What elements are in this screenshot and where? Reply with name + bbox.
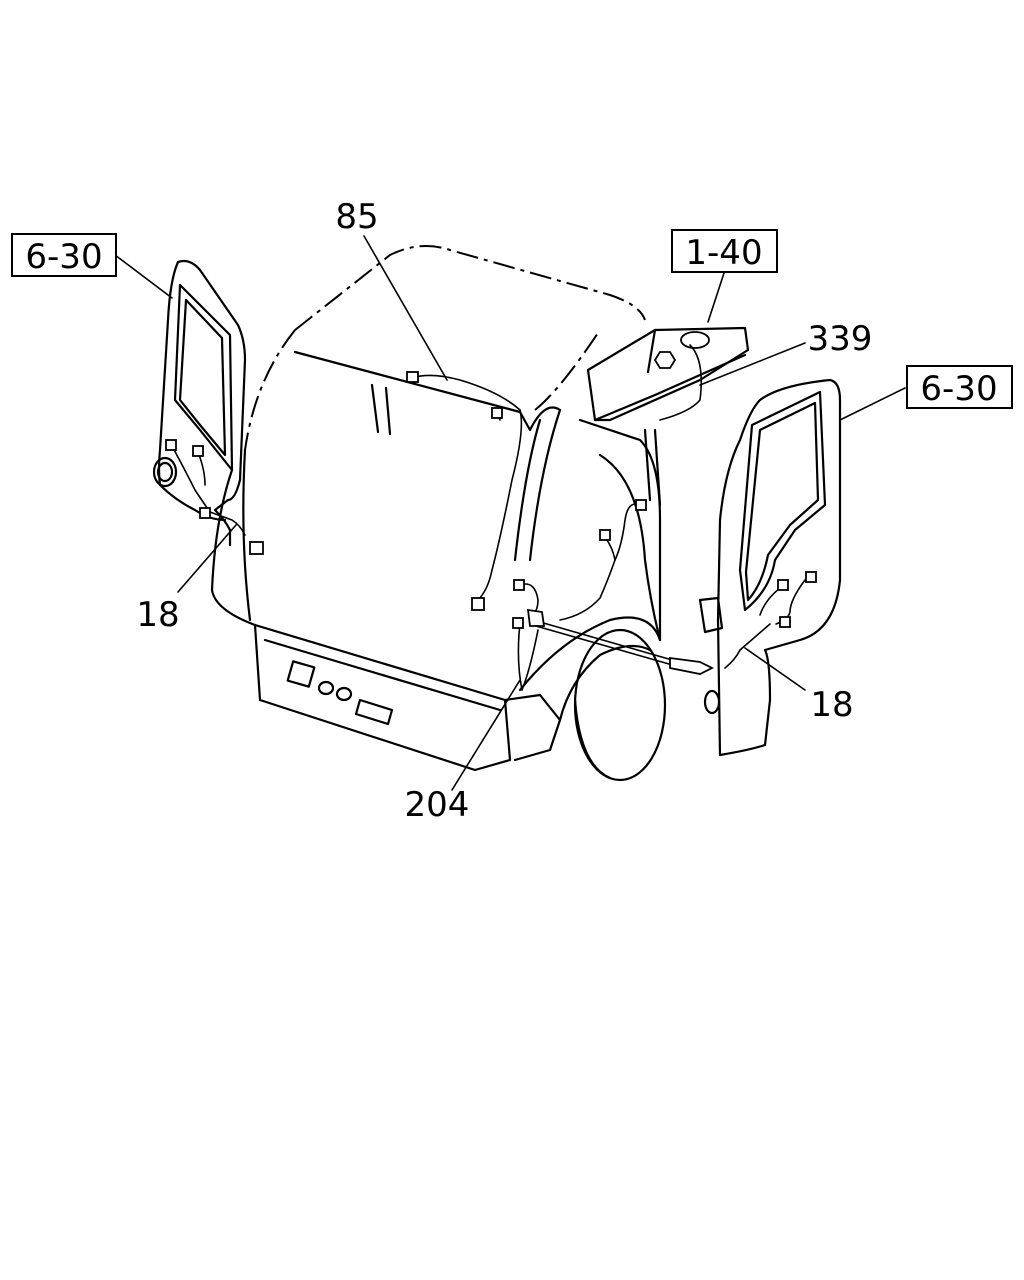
- connector: [192, 445, 204, 457]
- connector: [491, 407, 503, 419]
- right-door: [698, 378, 842, 757]
- part-label-18-right: 18: [810, 685, 853, 725]
- left-door-harness: [171, 445, 246, 536]
- connector: [406, 371, 419, 383]
- part-label-339: 339: [808, 319, 873, 359]
- ref-box-left-door[interactable]: 6-30: [11, 233, 117, 277]
- connector: [513, 579, 525, 591]
- grommet: [669, 656, 715, 675]
- connector: [165, 439, 177, 451]
- ref-label-right-door: 6-30: [920, 369, 997, 409]
- connector: [777, 579, 789, 591]
- ref-label-tank: 1-40: [685, 233, 762, 273]
- connector: [599, 529, 611, 541]
- connector: [526, 608, 546, 627]
- connector: [199, 507, 211, 519]
- part-label-85: 85: [335, 197, 378, 237]
- connector: [779, 616, 791, 628]
- ref-box-right-door[interactable]: 6-30: [906, 365, 1013, 409]
- connector: [249, 541, 264, 555]
- harness-204: [517, 503, 641, 691]
- connector: [635, 499, 647, 511]
- connector: [805, 571, 817, 583]
- tank: [586, 326, 750, 422]
- connector: [471, 597, 485, 611]
- part-label-18-left: 18: [136, 595, 179, 635]
- connector: [512, 617, 524, 629]
- ref-label-left-door: 6-30: [25, 237, 102, 277]
- part-label-204: 204: [405, 785, 470, 825]
- ref-box-tank[interactable]: 1-40: [671, 229, 778, 273]
- leader-lines: [114, 235, 906, 791]
- left-door: [152, 259, 247, 547]
- cab-body: [210, 245, 667, 782]
